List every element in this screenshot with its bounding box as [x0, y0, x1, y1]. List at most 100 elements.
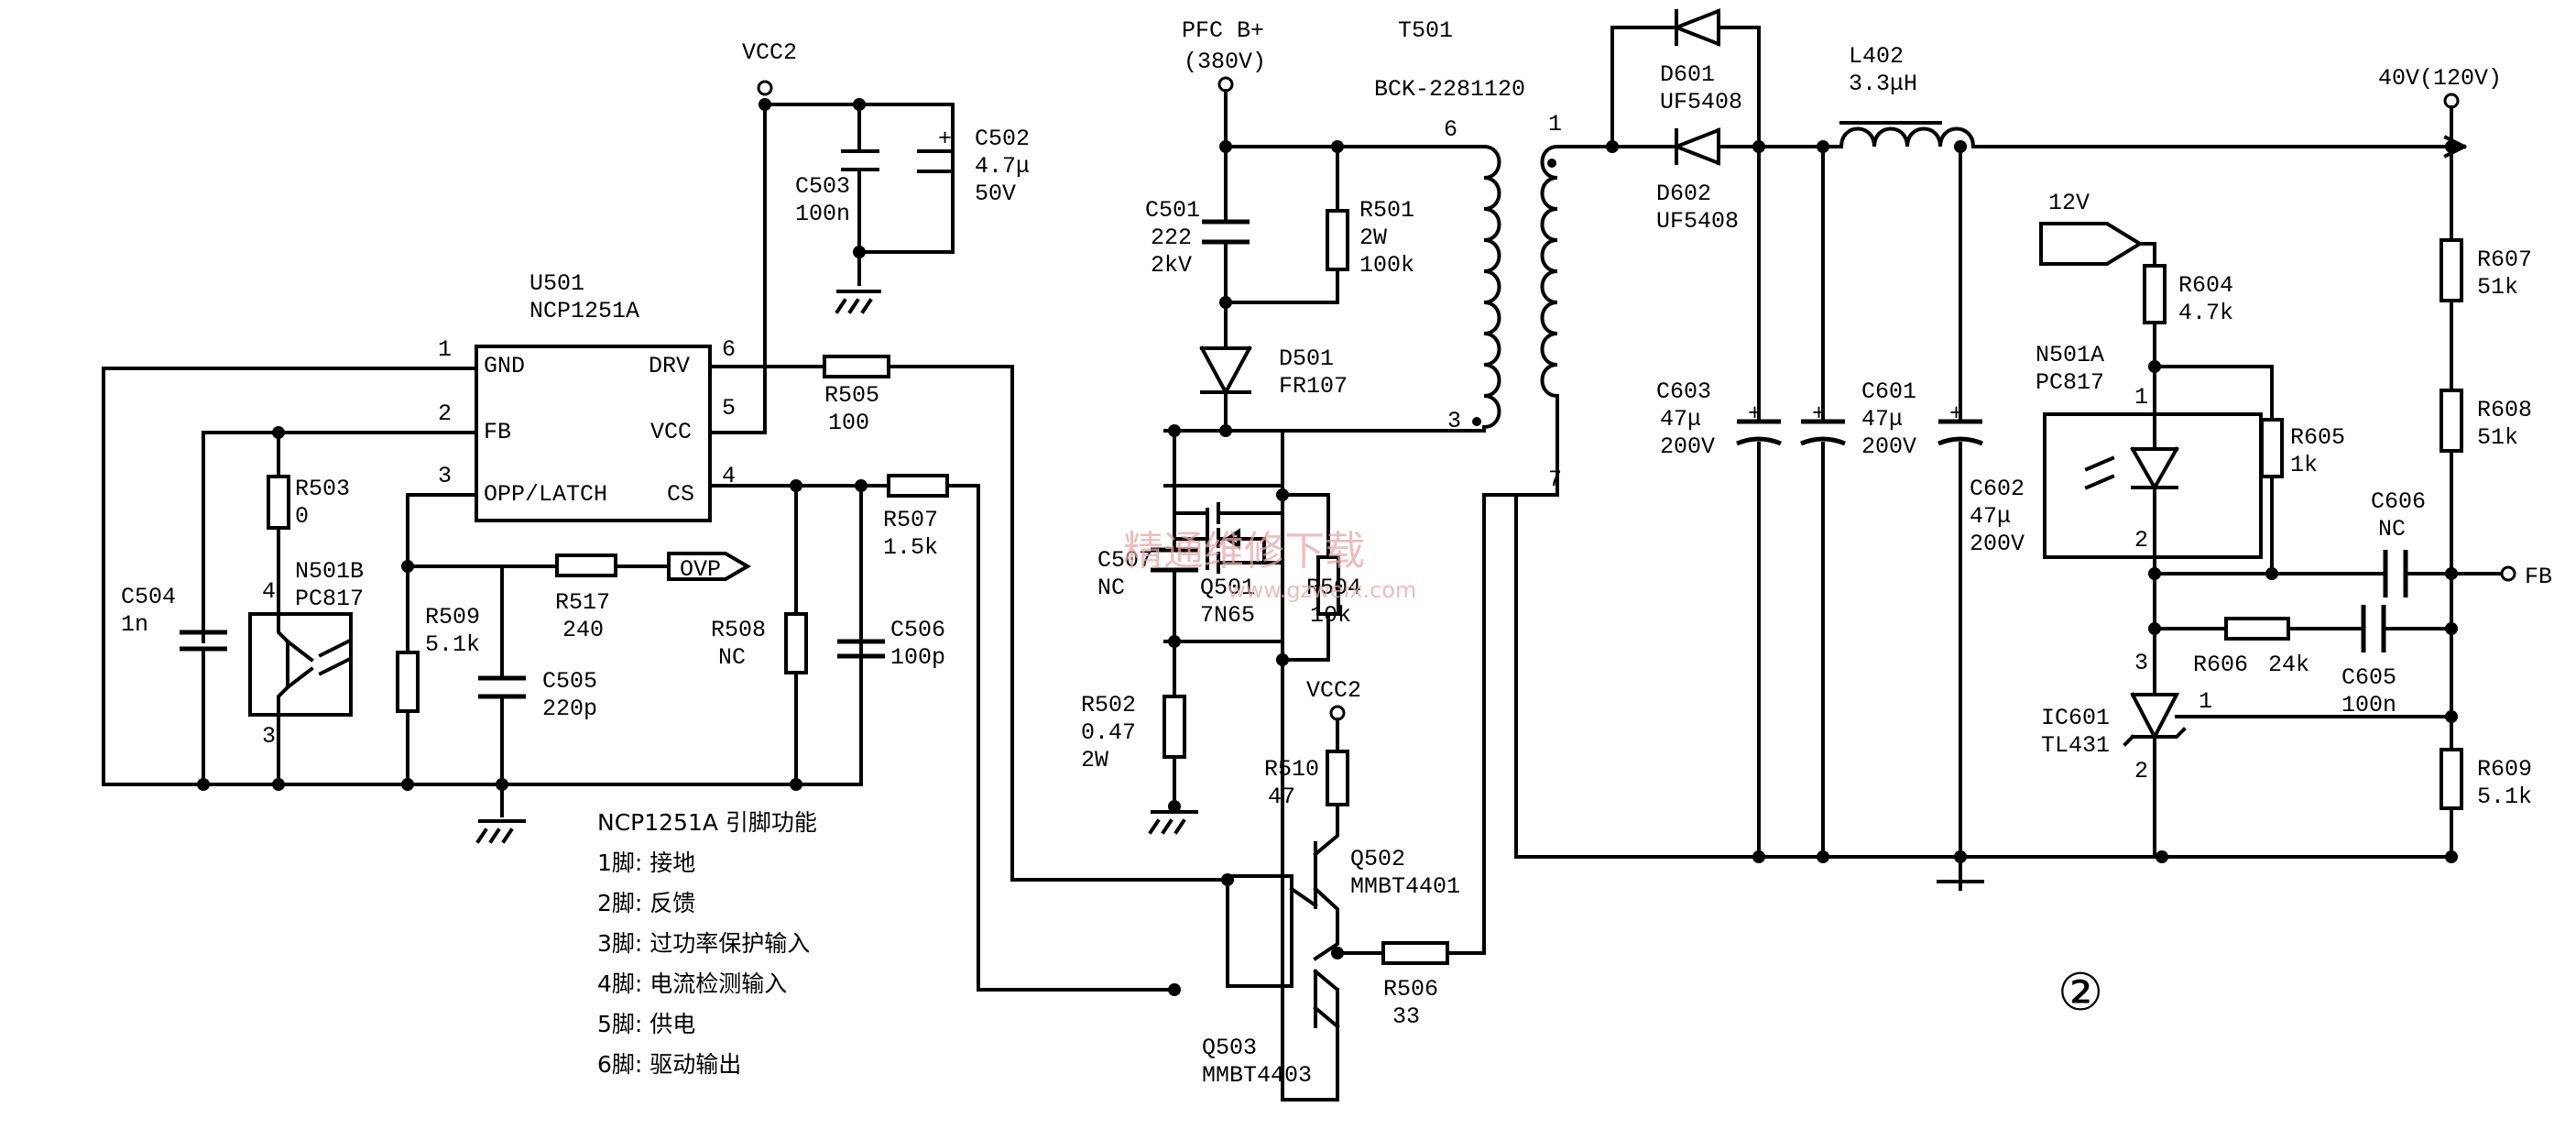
r501-ref: R501 — [1359, 197, 1414, 224]
n501a-ref: N501A — [2036, 342, 2104, 368]
c504-capacitor — [102, 484, 227, 786]
c504-ref: C504 — [121, 584, 176, 610]
r503-ref: R503 — [295, 476, 350, 502]
v12-label: 12V — [2048, 190, 2090, 216]
r605-val: 1k — [2290, 452, 2318, 478]
c505-val: 220p — [542, 696, 597, 722]
v12-connector — [2039, 222, 2144, 266]
secondary-rectifier — [1514, 8, 2467, 891]
r505-ref: R505 — [824, 382, 879, 409]
r517-val: 240 — [562, 617, 604, 643]
svg-text:+: + — [1949, 400, 1963, 427]
r606-resistor — [2224, 617, 2290, 641]
t501-ref: T501 — [1398, 17, 1453, 44]
q501-part: 7N65 — [1200, 602, 1255, 629]
r502-val2: 2W — [1081, 747, 1108, 773]
ic601-ref: IC601 — [2041, 705, 2110, 731]
q502-ref: Q502 — [1350, 846, 1405, 872]
q501-mos-body — [1173, 429, 1293, 643]
r510-val: 47 — [1268, 784, 1295, 810]
ic601-pin2: 2 — [2134, 758, 2148, 784]
r605-ref: R605 — [2290, 424, 2345, 451]
r506-resistor — [1381, 941, 1449, 965]
c602-val2: 200V — [1970, 531, 2025, 557]
r501-resistor — [1326, 209, 1349, 271]
c505-ref: C505 — [542, 668, 597, 695]
r502-resistor — [1162, 695, 1186, 759]
d501-part: FR107 — [1279, 373, 1348, 400]
figure-number: ② — [2058, 963, 2103, 1023]
l402-val: 3.3μH — [1849, 71, 1917, 97]
vcc2-mid-label: VCC2 — [1306, 677, 1361, 704]
u501-pin5-num: 5 — [722, 395, 736, 422]
c502-val2: 50V — [975, 181, 1016, 207]
r605-resistor — [2260, 418, 2284, 478]
c504-val: 1n — [121, 611, 148, 638]
r503-val: 0 — [295, 503, 309, 530]
c506-val: 100p — [890, 644, 945, 671]
r508-ref: R508 — [711, 617, 766, 643]
n501b-pin4: 4 — [262, 578, 276, 605]
c501-val1: 222 — [1151, 225, 1192, 251]
r607-val: 51k — [2477, 274, 2518, 301]
u501-pin-drv: DRV — [649, 353, 690, 379]
l402-ref: L402 — [1849, 43, 1904, 70]
u501-pin4-num: 4 — [722, 463, 736, 489]
c603-val2: 200V — [1660, 433, 1715, 460]
t501-pin1: 1 — [1548, 111, 1562, 137]
r501-val1: 2W — [1359, 225, 1387, 251]
feedback-network — [2039, 145, 2516, 859]
r608-val: 51k — [2477, 424, 2518, 451]
watermark-url: www.gzweix.com — [1228, 577, 1416, 603]
notes-line-1: 1脚: 接地 — [597, 849, 695, 876]
pfc-voltage: (380V) — [1184, 49, 1266, 75]
t501-pin6: 6 — [1444, 116, 1457, 143]
r510-ref: R510 — [1264, 756, 1319, 783]
c503-ref: C503 — [795, 173, 850, 200]
r609-ref: R609 — [2477, 756, 2532, 783]
u501-pin-opp: OPP/LATCH — [484, 481, 607, 508]
r604-ref: R604 — [2178, 272, 2233, 299]
u501-part: NCP1251A — [529, 298, 639, 324]
c603-val1: 47μ — [1660, 406, 1701, 433]
n501a-part: PC817 — [2036, 369, 2104, 396]
t501-pin7: 7 — [1548, 466, 1562, 493]
r502-val1: 0.47 — [1081, 719, 1136, 746]
vcc2-top-label: VCC2 — [742, 39, 797, 66]
u501-pin-vcc: VCC — [650, 419, 692, 445]
u501-pin-cs: CS — [667, 481, 694, 508]
c501-val2: 2kV — [1151, 252, 1192, 279]
t501-pin3: 3 — [1447, 408, 1461, 434]
r507-resistor — [887, 474, 949, 498]
r508-resistor — [784, 612, 808, 674]
c502-val1: 4.7μ — [975, 153, 1030, 180]
c605-ref: C605 — [2341, 664, 2396, 691]
u501-pin3-num: 3 — [438, 463, 452, 489]
r502-ref: R502 — [1081, 692, 1136, 718]
notes-line-3: 3脚: 过功率保护输入 — [597, 930, 810, 957]
pfc-label: PFC B+ — [1182, 17, 1264, 44]
output-voltage-label: 40V(120V) — [2378, 65, 2502, 92]
r501-val2: 100k — [1359, 252, 1414, 279]
svg-text:+: + — [1812, 400, 1826, 427]
c507-ref: C507 — [1097, 547, 1152, 574]
n501b-ref: N501B — [295, 558, 364, 585]
d602-part: UF5408 — [1656, 208, 1739, 235]
watermark-text: 精通维修下载 — [1123, 528, 1365, 575]
r608-ref: R608 — [2477, 397, 2532, 423]
ovp-connector — [667, 552, 751, 581]
r604-val: 4.7k — [2178, 300, 2233, 326]
c503-val: 100n — [795, 201, 850, 227]
u501-pin-fb: FB — [484, 419, 511, 445]
u501-pin2-num: 2 — [438, 400, 452, 427]
notes-line-2: 2脚: 反馈 — [597, 890, 695, 916]
c605-val: 100n — [2341, 692, 2396, 718]
d501-ref: D501 — [1279, 345, 1334, 372]
vcc2-top: VCC2 — [742, 39, 955, 314]
notes-line-4: 4脚: 电流检测输入 — [597, 970, 787, 997]
r509-ref: R509 — [425, 604, 480, 630]
r607-ref: R607 — [2477, 247, 2532, 273]
r504-ref: R504 — [1306, 575, 1361, 601]
ic601-pin3: 3 — [2134, 650, 2148, 676]
